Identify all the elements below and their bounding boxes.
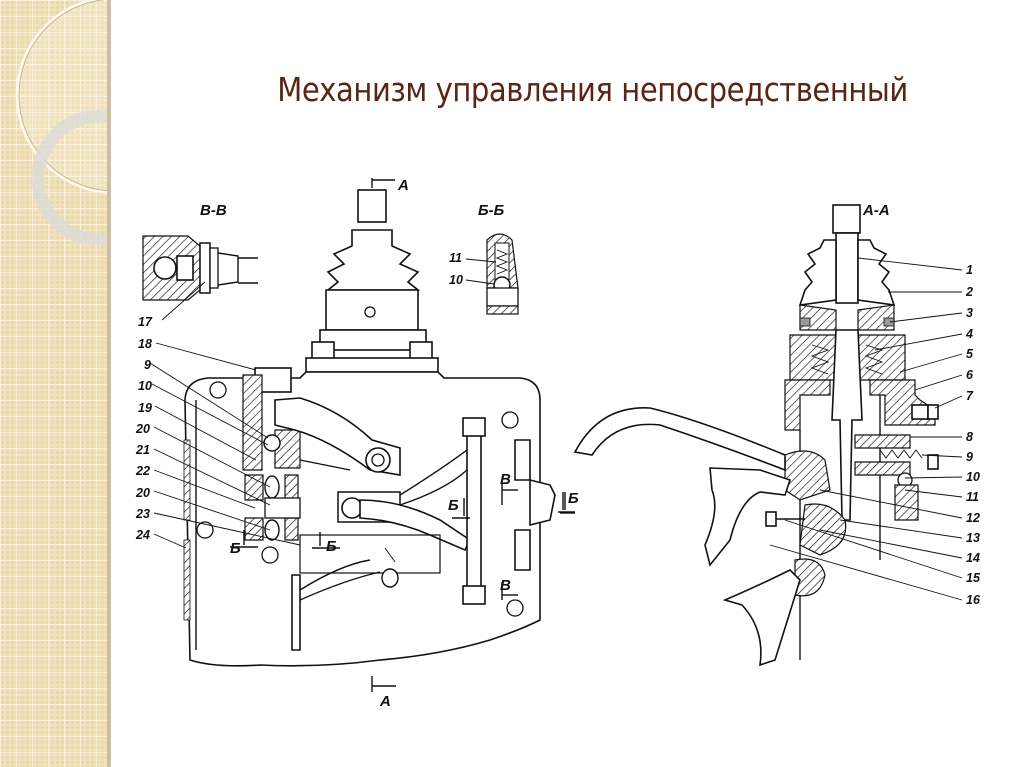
cut-marker-a-top: А [397, 177, 409, 194]
aa-callout-9: 9 [966, 450, 973, 464]
lever-boot [325, 229, 421, 291]
callout-18: 18 [138, 337, 152, 351]
cut-marker-b-center: Б [448, 497, 459, 514]
section-aa: А-А [560, 202, 981, 667]
cut-marker-b-left: Б [230, 540, 241, 557]
aa-callout-13: 13 [966, 531, 980, 545]
section-label-vv: В-В [200, 202, 227, 219]
cut-marker-b-mid: Б [326, 538, 337, 555]
cut-marker-b-right: Б [568, 490, 579, 507]
decorative-rings [15, 0, 107, 247]
aa-callout-14: 14 [966, 551, 980, 565]
callout-20a: 20 [135, 422, 150, 436]
aa-leaders [769, 257, 963, 601]
callout-9: 9 [144, 358, 151, 372]
callout-24: 24 [135, 528, 150, 542]
callout-23: 23 [135, 507, 150, 521]
aa-callout-5: 5 [966, 347, 974, 361]
callout-21: 21 [135, 443, 150, 457]
bb-callout-11: 11 [449, 251, 462, 265]
aa-callout-1: 1 [966, 263, 973, 277]
sidebar-edge [107, 0, 111, 767]
cut-marker-a-bottom: А [379, 693, 391, 710]
section-vv: В-В 17 [138, 202, 258, 329]
aa-callout-16: 16 [966, 593, 981, 607]
decorative-sidebar [0, 0, 107, 767]
callout-22: 22 [135, 464, 150, 478]
callout-20b: 20 [135, 486, 150, 500]
aa-callout-3: 3 [966, 306, 973, 320]
section-label-bb: Б-Б [478, 202, 505, 219]
callout-10: 10 [138, 379, 152, 393]
slide-title: Механизм управления непосредственный [277, 70, 908, 109]
aa-callout-8: 8 [966, 430, 973, 444]
vv-ball [153, 256, 177, 280]
section-label-aa: А-А [862, 202, 890, 219]
aa-callout-12: 12 [966, 511, 980, 525]
callout-17: 17 [138, 315, 153, 329]
aa-callout-10: 10 [966, 470, 980, 484]
main-view: А [135, 177, 579, 710]
aa-callout-15: 15 [966, 571, 981, 585]
aa-callout-11: 11 [966, 490, 979, 504]
cut-marker-v-top: В [500, 471, 511, 488]
callout-19: 19 [138, 401, 152, 415]
aa-callout-2: 2 [965, 285, 973, 299]
aa-callout-7: 7 [966, 389, 974, 403]
cut-marker-v-bottom: В [500, 577, 511, 594]
aa-callout-4: 4 [965, 327, 973, 341]
section-bb: Б-Б 11 10 [449, 202, 519, 315]
aa-callout-6: 6 [966, 368, 974, 382]
bb-callout-10: 10 [449, 273, 463, 287]
